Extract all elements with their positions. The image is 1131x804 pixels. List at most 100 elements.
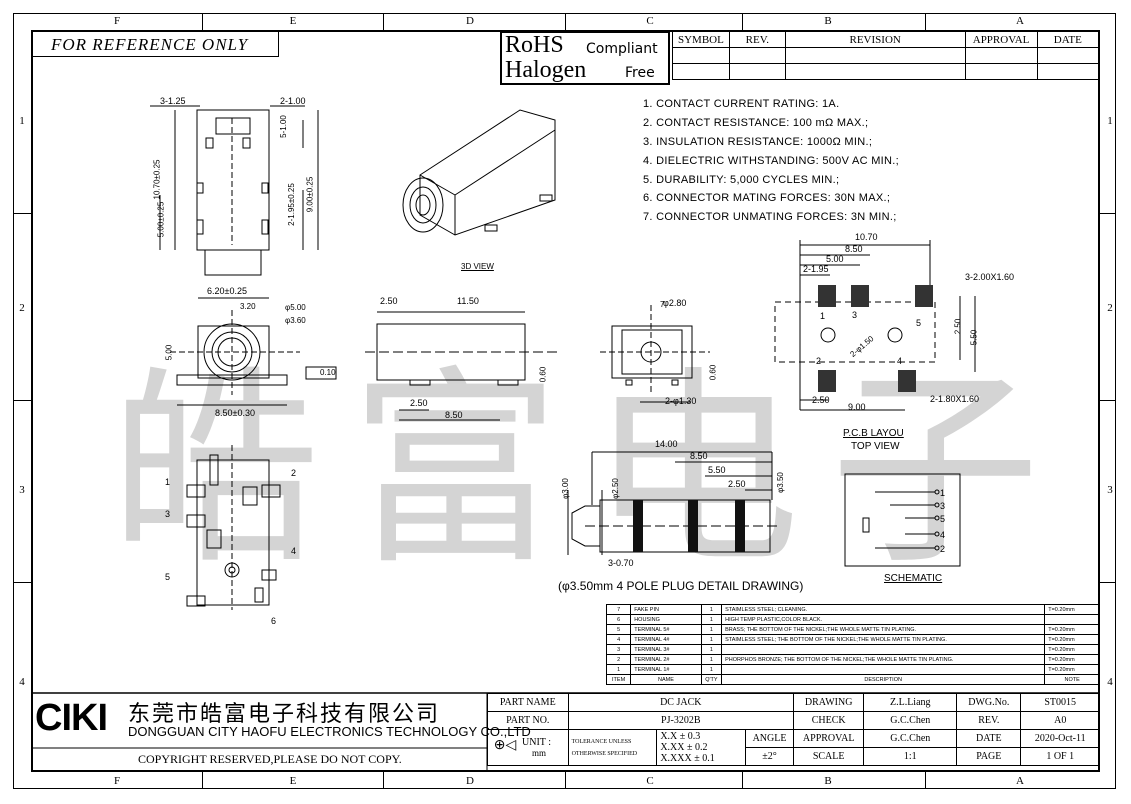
dim-3-125: 3-1.25 [160,96,186,106]
scale-label: SCALE [792,747,865,766]
dim-pcb-850: 8.50 [845,244,863,254]
dim-9-00: 9.00±0.25 [305,176,315,213]
dim-section-060: 0.60 [708,364,718,381]
label-3d-view: 3D VIEW [461,262,494,271]
rev-header-rev: REV. [728,31,786,48]
title-block: PART NAME DC JACK DRAWING Z.L.Liang DWG.… [487,693,1100,766]
dim-5-00: 5.00±0.25 [156,201,166,238]
dim-flatness: 0.10 [320,368,336,377]
tol-1: X.X ± 0.3 [660,731,701,742]
tolerance-label-1: TOLERANCE UNLESS [571,738,632,745]
plug-rings [633,500,745,552]
check-label: CHECK [792,711,865,730]
watermark: 皓富电子 [110,348,1071,593]
unit-label: UNIT : [522,736,551,748]
bom-row: 7 FAKE PIN 1 STAIMLESS STEEL; CLEANING. … [605,604,1100,615]
unit-value: mm [532,747,547,758]
drawing-value: Z.L.Liang [863,693,958,712]
rohs-text: RoHS [505,32,564,58]
bottom-callout-3: 3 [165,509,170,519]
bottom-callout-2: 2 [291,468,296,478]
outer-frame [13,13,1116,789]
dim-phi-360: φ3.60 [285,316,306,325]
dim-plug-phi300: φ3.00 [560,478,570,499]
date-value: 2020-Oct-11 [1020,729,1100,748]
dim-plug-phi250: φ2.50 [610,478,620,499]
compliant-text: Compliant [586,41,658,57]
rev-header-symbol: SYMBOL [672,31,730,48]
zone-col-b: B [824,15,832,27]
pcb-pin-2: 2 [816,356,821,366]
dim-side-1150: 11.50 [457,296,479,306]
part-name-value: DC JACK [567,693,794,712]
part-name-label: PART NAME [487,693,569,712]
dim-pcb-900: 9.00 [848,402,866,412]
rev-value: A0 [1020,711,1100,730]
dim-pcb-3-200: 3-2.00X1.60 [965,272,1014,282]
page-label: PAGE [956,747,1022,766]
part-no-value: PJ-3202B [567,711,794,730]
approval-label: APPROVAL [792,729,865,748]
dim-plug-1400: 14.00 [655,439,678,449]
company-name-cn: 东莞市皓富电子科技有限公司 [128,702,441,727]
company-logo: CIKI [35,697,108,739]
dwg-no-label: DWG.No. [956,693,1022,712]
dim-phi-500: φ5.00 [285,303,306,312]
pcb-layout [774,240,976,411]
dim-plug-550: 5.50 [708,465,726,475]
tolerance-label-2: OTHERWISE SPECIFIED [571,750,638,757]
dim-3-20: 3.20 [240,302,256,311]
dim-2-195: 2-1.95±0.25 [286,183,296,226]
zone-col-d-bottom: D [466,775,474,787]
dim-side-850: 8.50 [445,410,463,420]
dim-plug-250: 2.50 [728,479,746,489]
zone-row-2-right: 2 [1107,302,1113,314]
company-name-en: DONGGUAN CITY HAOFU ELECTRONICS TECHNOLO… [128,724,531,739]
revision-table: SYMBOL REV. REVISION APPROVAL DATE [672,31,1100,80]
zone-row-3-right: 3 [1107,484,1113,496]
pcb-pin-4: 4 [897,356,902,366]
dim-side-250b: 2.50 [410,398,428,408]
bottom-view [186,445,281,610]
zone-row-2: 2 [19,302,25,314]
zone-col-b-bottom: B [824,775,832,787]
note-6: 6. CONNECTOR MATING FORCES: 30N MAX.; [643,192,891,204]
dim-plug-phi350: φ3.50 [775,472,785,493]
date-label: DATE [956,729,1022,748]
label-pcb-layout: P.C.B LAYOU [843,428,904,439]
unit-cell: ⊕◁ UNIT : mm [487,729,569,766]
zone-col-c: C [646,15,654,27]
tol-3: X.XXX ± 0.1 [660,753,715,764]
top-outline-view [150,105,319,276]
label-schematic: SCHEMATIC [884,573,943,584]
reference-box: FOR REFERENCE ONLY [33,32,279,57]
angle-label: ANGLE [745,729,794,748]
note-5: 5. DURABILITY: 5,000 CYCLES MIN.; [643,174,840,186]
scale-value: 1:1 [863,747,958,766]
dim-phi-280: φ2.80 [663,298,686,308]
tol-2: X.XX ± 0.2 [660,742,708,753]
dim-side-250: 2.50 [380,296,398,306]
sch-pin-3: 3 [940,501,945,511]
zone-col-e: E [289,15,297,27]
free-text: Free [625,65,655,81]
dim-plug-3-070: 3-0.70 [608,558,634,568]
dim-callout-7: 7 [660,300,665,309]
dwg-no-value: ST0015 [1020,693,1100,712]
dim-pcb-500: 5.00 [826,254,844,264]
rev-label: REV. [956,711,1022,730]
tolerance-label-cell: TOLERANCE UNLESS OTHERWISE SPECIFIED [567,729,658,766]
zone-col-e-bottom: E [289,775,297,787]
zone-row-4-right: 4 [1107,676,1113,688]
section-view [600,305,710,403]
tolerance-values: X.X ± 0.3 X.XX ± 0.2 X.XXX ± 0.1 [656,729,747,766]
dim-10-70: 10.70±0.25 [152,159,162,200]
zone-col-f-bottom: F [113,775,121,787]
zone-col-f: F [113,15,121,27]
dim-620: 6.20±0.25 [207,286,247,296]
